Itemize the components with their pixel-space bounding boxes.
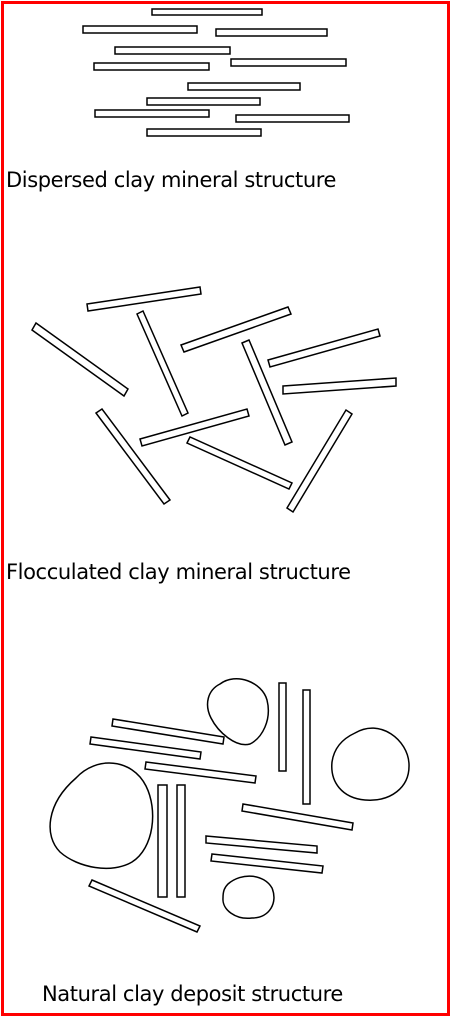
clay-plate (268, 329, 380, 367)
natural-deposit-panel (50, 679, 409, 932)
silt-grain (332, 728, 409, 800)
clay-plate (140, 409, 249, 446)
clay-plate (287, 410, 352, 512)
clay-plate (181, 307, 291, 352)
clay-plate (158, 785, 167, 897)
clay-plate (187, 437, 292, 489)
dispersed-structure-panel (83, 9, 349, 136)
clay-plate (283, 378, 396, 394)
clay-plate (206, 836, 317, 853)
clay-plate (32, 323, 128, 396)
clay-plate (177, 785, 185, 897)
clay-plate (137, 311, 188, 416)
clay-plate (83, 26, 197, 33)
clay-plate (303, 690, 310, 804)
clay-plate (279, 683, 286, 771)
silt-grain (223, 876, 274, 918)
clay-plate (147, 98, 260, 105)
sand-grain (50, 763, 153, 868)
clay-plate (145, 762, 256, 783)
clay-plate (188, 83, 300, 90)
clay-plate (89, 880, 200, 932)
clay-plate (112, 719, 224, 744)
clay-plate (242, 804, 353, 830)
clay-plate (231, 59, 346, 66)
clay-plate (115, 47, 230, 54)
dispersed-structure-caption: Dispersed clay mineral structure (6, 168, 336, 192)
clay-plate (87, 287, 201, 311)
clay-plate (96, 409, 170, 504)
flocculated-structure-caption: Flocculated clay mineral structure (6, 560, 351, 584)
clay-plate (94, 63, 209, 70)
natural-deposit-caption: Natural clay deposit structure (42, 982, 343, 1006)
clay-plate (147, 129, 261, 136)
clay-plate (152, 9, 262, 15)
clay-plate (216, 29, 327, 36)
clay-plate (95, 110, 209, 117)
silt-grain (208, 679, 269, 745)
clay-plate (211, 854, 323, 873)
clay-plate (90, 737, 201, 759)
flocculated-structure-panel (32, 287, 396, 512)
clay-plate (236, 115, 349, 122)
